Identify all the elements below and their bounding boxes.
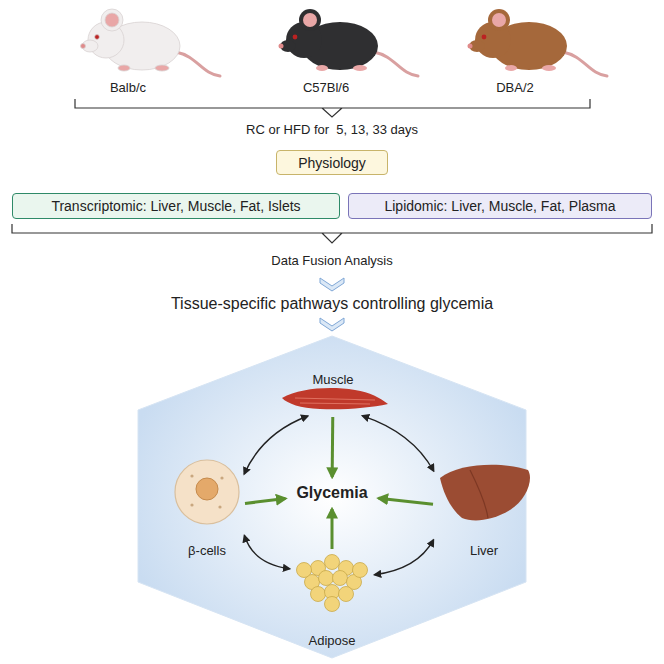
process-box: Transcriptomic: Liver, Muscle, Fat, Isle… [12, 193, 340, 219]
outcome-node: Glycemia [288, 480, 375, 506]
bracket [75, 99, 590, 117]
chevron [320, 318, 344, 331]
text-label: Balb/c [110, 80, 146, 95]
text-label: RC or HFD for 5, 13, 33 days [246, 122, 418, 137]
beta-cell-illustration [175, 460, 239, 524]
liver-illustration [440, 465, 530, 521]
text-label: C57Bl/6 [303, 80, 349, 95]
mouse-brown [468, 9, 608, 76]
muscle-illustration [282, 388, 388, 409]
chevron [320, 278, 344, 291]
node-text: Transcriptomic: Liver, Muscle, Fat, Isle… [51, 198, 300, 214]
text-label: Data Fusion Analysis [271, 253, 392, 268]
mouse-white [81, 9, 221, 76]
node-text: Physiology [298, 155, 366, 171]
crosstalk-arrow [362, 416, 433, 471]
bracket [12, 224, 652, 243]
node-text: β-cells [188, 543, 226, 558]
crosstalk-arrow [375, 540, 434, 575]
node-text: Glycemia [296, 484, 367, 502]
effect-arrow [379, 498, 433, 504]
organ-node: Muscle [278, 372, 388, 414]
node-text: Lipidomic: Liver, Muscle, Fat, Plasma [384, 198, 615, 214]
organ-node: Liver [436, 462, 532, 558]
organ-node: Adipose [292, 552, 372, 648]
crosstalk-arrow [244, 416, 308, 474]
node-text: Liver [470, 543, 498, 558]
node-text: Muscle [312, 372, 353, 387]
text-label: Tissue-specific pathways controlling gly… [171, 295, 493, 313]
effect-arrow [245, 499, 285, 504]
crosstalk-arrow [244, 536, 289, 569]
node-text: Adipose [309, 633, 356, 648]
organ-node: β-cells [172, 458, 242, 558]
effect-arrow [331, 417, 335, 477]
process-box: Physiology [276, 150, 388, 175]
adipose-illustration [297, 555, 368, 612]
text-label: DBA/2 [496, 80, 534, 95]
mouse-black [279, 9, 419, 76]
effect-arrow [331, 509, 334, 549]
process-box: Lipidomic: Liver, Muscle, Fat, Plasma [348, 193, 652, 219]
